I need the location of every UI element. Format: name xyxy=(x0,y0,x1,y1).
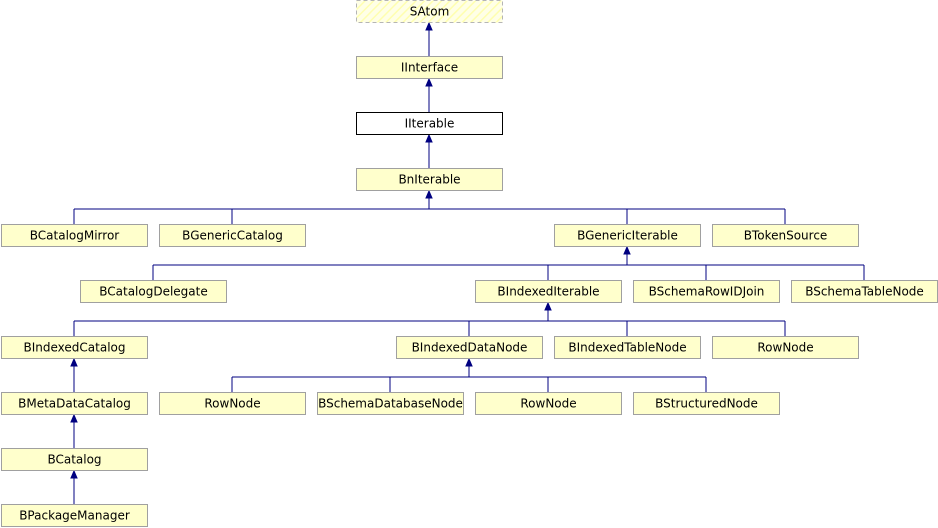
edge-group-bindexeddatanode xyxy=(231,357,707,392)
node-box[interactable] xyxy=(554,336,701,359)
edge-group-iinterface xyxy=(425,77,433,112)
class-node-bgenericcatalog[interactable]: BGenericCatalog xyxy=(159,224,306,247)
arrowhead-icon xyxy=(425,189,433,199)
arrowhead-icon xyxy=(70,469,78,479)
class-node-bcatalog[interactable]: BCatalog xyxy=(1,448,148,471)
edges-layer xyxy=(70,21,865,504)
class-node-bindexedtablenode[interactable]: BIndexedTableNode xyxy=(554,336,701,359)
node-box[interactable] xyxy=(396,336,543,359)
edge-group-bgenericiterable xyxy=(152,245,865,280)
class-node-iiterable[interactable]: IIterable xyxy=(356,112,503,135)
node-box[interactable] xyxy=(356,168,503,191)
node-label: BGenericIterable xyxy=(577,229,678,243)
arrowhead-icon xyxy=(425,133,433,143)
node-box[interactable] xyxy=(159,392,306,415)
node-label: BIndexedDataNode xyxy=(412,341,528,355)
node-label: RowNode xyxy=(204,397,260,411)
node-label: BnIterable xyxy=(398,173,460,187)
arrowhead-icon xyxy=(425,21,433,31)
node-box[interactable] xyxy=(633,392,780,415)
node-box[interactable] xyxy=(1,224,148,247)
node-box[interactable] xyxy=(317,392,464,415)
node-label: RowNode xyxy=(520,397,576,411)
arrowhead-icon xyxy=(623,245,631,255)
node-label: BCatalog xyxy=(47,453,101,467)
class-node-bgenericiterable[interactable]: BGenericIterable xyxy=(554,224,701,247)
node-label: BMetaDataCatalog xyxy=(18,397,131,411)
node-box[interactable] xyxy=(159,224,306,247)
class-node-biiterable[interactable]: BnIterable xyxy=(356,168,503,191)
node-label: BTokenSource xyxy=(744,229,828,243)
class-node-bpackagemanager[interactable]: BPackageManager xyxy=(1,504,148,527)
edge-group-bindexediterable xyxy=(73,301,786,336)
class-node-bschemadatabasenode[interactable]: BSchemaDatabaseNode xyxy=(317,392,464,415)
node-label: BCatalogDelegate xyxy=(99,285,208,299)
node-box[interactable] xyxy=(80,280,227,303)
node-box[interactable] xyxy=(475,280,622,303)
node-label: BIndexedCatalog xyxy=(24,341,126,355)
node-label: IInterface xyxy=(401,61,458,75)
arrowhead-icon xyxy=(544,301,552,311)
arrowhead-icon xyxy=(465,357,473,367)
node-label: BSchemaTableNode xyxy=(805,285,924,299)
node-label: BIndexedIterable xyxy=(497,285,599,299)
node-box[interactable] xyxy=(356,112,503,135)
node-box[interactable] xyxy=(1,448,148,471)
edge-group-satom xyxy=(425,21,433,56)
class-node-bcatalogdelegate[interactable]: BCatalogDelegate xyxy=(80,280,227,303)
node-label: BPackageManager xyxy=(19,509,130,523)
class-node-satom[interactable]: SAtom xyxy=(356,0,503,23)
class-node-bmetadatacatalog[interactable]: BMetaDataCatalog xyxy=(1,392,148,415)
edge-group-bindexedcatalog xyxy=(70,357,78,392)
class-node-bcatalogmirror[interactable]: BCatalogMirror xyxy=(1,224,148,247)
node-box[interactable] xyxy=(356,56,503,79)
edge-group-biiterable xyxy=(73,189,786,224)
node-box[interactable] xyxy=(1,392,148,415)
class-node-bschemarowidjoin[interactable]: BSchemaRowIDJoin xyxy=(633,280,780,303)
class-node-rownode3[interactable]: RowNode xyxy=(475,392,622,415)
class-node-bindexeddatanode[interactable]: BIndexedDataNode xyxy=(396,336,543,359)
class-node-rownode2[interactable]: RowNode xyxy=(159,392,306,415)
arrowhead-icon xyxy=(70,357,78,367)
node-label: BCatalogMirror xyxy=(30,229,120,243)
edge-group-iiterable xyxy=(425,133,433,168)
node-label: BSchemaRowIDJoin xyxy=(649,285,765,299)
arrowhead-icon xyxy=(70,413,78,423)
class-node-rownode1[interactable]: RowNode xyxy=(712,336,859,359)
node-label: SAtom xyxy=(410,5,450,19)
node-box[interactable] xyxy=(1,336,148,359)
node-label: BStructuredNode xyxy=(655,397,758,411)
node-label: BSchemaDatabaseNode xyxy=(318,397,463,411)
node-label: RowNode xyxy=(757,341,813,355)
node-box[interactable] xyxy=(1,504,148,527)
class-node-bindexedcatalog[interactable]: BIndexedCatalog xyxy=(1,336,148,359)
node-box[interactable] xyxy=(712,224,859,247)
node-label: BGenericCatalog xyxy=(182,229,283,243)
edge-group-bmetadatacatalog xyxy=(70,413,78,448)
node-box[interactable] xyxy=(633,280,780,303)
class-node-bindexediterable[interactable]: BIndexedIterable xyxy=(475,280,622,303)
class-node-bschematablenode[interactable]: BSchemaTableNode xyxy=(791,280,938,303)
node-box[interactable] xyxy=(554,224,701,247)
node-label: IIterable xyxy=(405,117,455,131)
class-node-btokensource[interactable]: BTokenSource xyxy=(712,224,859,247)
class-node-iinterface[interactable]: IInterface xyxy=(356,56,503,79)
class-node-bstructurednode[interactable]: BStructuredNode xyxy=(633,392,780,415)
node-box[interactable] xyxy=(356,0,503,23)
arrowhead-icon xyxy=(425,77,433,87)
node-box[interactable] xyxy=(475,392,622,415)
node-label: BIndexedTableNode xyxy=(568,341,686,355)
edge-group-bcatalog xyxy=(70,469,78,504)
node-box[interactable] xyxy=(712,336,859,359)
